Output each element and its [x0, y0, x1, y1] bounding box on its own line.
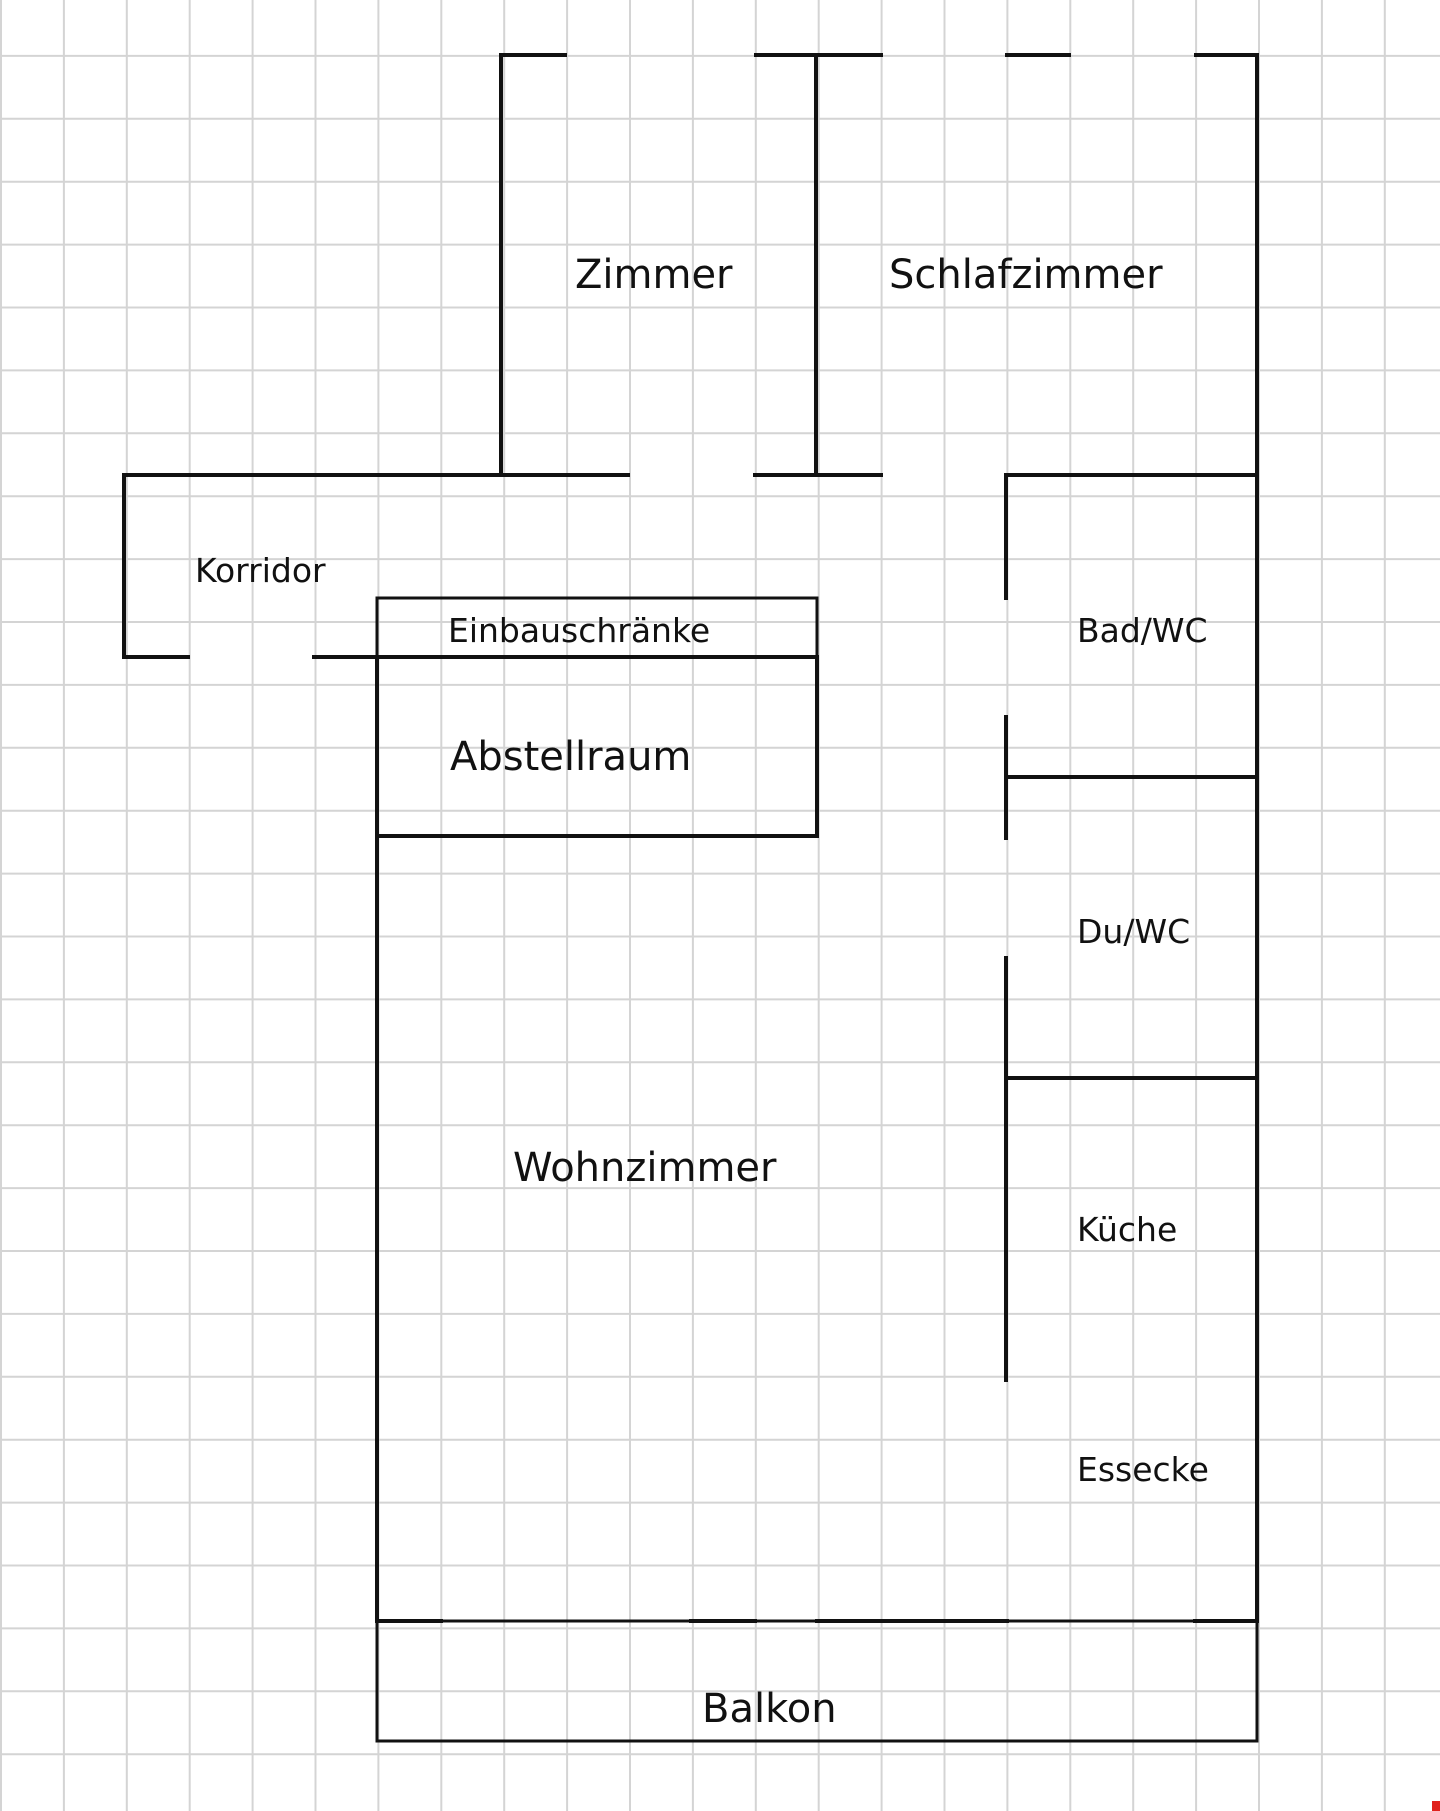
room-label-bad-wc: Bad/WC	[1077, 611, 1208, 650]
bad-wc-walls	[1004, 473, 1259, 779]
room-label-korridor: Korridor	[195, 551, 326, 590]
schlafzimmer-walls	[1005, 53, 1259, 1623]
room-label-essecke: Essecke	[1077, 1450, 1209, 1489]
room-label-einbauschraenke: Einbauschränke	[448, 611, 710, 650]
balkon-box	[375, 1619, 1259, 1743]
room-label-abstellraum: Abstellraum	[450, 734, 691, 780]
room-label-balkon: Balkon	[702, 1686, 837, 1732]
abstellraum-walls	[375, 655, 819, 838]
du-wc-walls	[1004, 775, 1259, 1080]
room-label-du-wc: Du/WC	[1077, 912, 1190, 951]
room-labels: Zimmer Schlafzimmer Korridor Einbauschrä…	[195, 252, 1209, 1732]
zimmer-walls	[499, 53, 883, 477]
room-label-wohnzimmer: Wohnzimmer	[513, 1145, 777, 1191]
room-label-schlafzimmer: Schlafzimmer	[889, 252, 1163, 298]
korridor-walls	[122, 473, 883, 659]
walls	[122, 53, 1259, 1743]
room-label-zimmer: Zimmer	[575, 252, 733, 298]
corner-mark	[1432, 1801, 1440, 1811]
room-label-kueche: Küche	[1077, 1210, 1177, 1249]
